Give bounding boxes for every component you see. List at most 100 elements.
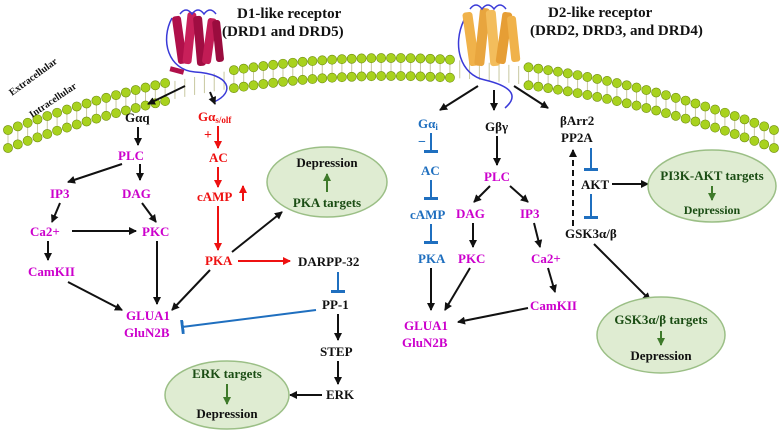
lipid-head — [317, 55, 328, 66]
d1-ip3-node: IP3 — [50, 186, 70, 201]
lipid-head — [533, 81, 544, 92]
arrow-camkii-to-glua1 — [67, 281, 123, 311]
lipid-head — [91, 113, 102, 124]
lipid-head — [91, 95, 102, 106]
lipid-head — [287, 57, 298, 68]
lipid-head — [651, 105, 662, 116]
lipid-head — [248, 80, 259, 91]
lipid-head — [435, 72, 446, 83]
d1-dag-node: DAG — [122, 186, 151, 201]
arrow-d1-to-gaq — [147, 85, 186, 105]
d1-step-node: STEP — [320, 344, 353, 359]
lipid-head — [71, 101, 82, 112]
d1-camp-node: cAMP — [197, 189, 232, 204]
d2-akt-node: AKT — [581, 177, 610, 192]
lipid-head — [268, 59, 279, 70]
d2-glun2b-node: GluN2B — [402, 335, 448, 350]
arrow-ip3-to-ca2-d2 — [533, 222, 543, 248]
d2-pkc-node: PKC — [458, 251, 485, 266]
lipid-head — [661, 108, 671, 119]
lipid-head — [523, 62, 534, 73]
lipid-head — [81, 116, 92, 127]
lipid-head — [543, 65, 554, 76]
d1-plus-sign: + — [204, 128, 212, 143]
pka-box-targets: PKA targets — [293, 195, 361, 210]
lipid-head — [52, 107, 63, 118]
arrow-plc-to-ip3 — [67, 163, 123, 184]
d2-barr2-node: βArr2 — [560, 113, 594, 128]
pi3k-akt-targets-box: PI3K-AKT targets Depression — [647, 149, 777, 223]
d2-receptor-title-line2: (DRD2, DRD3, and DRD4) — [530, 23, 703, 39]
d2-glua1-node: GLUA1 — [404, 318, 448, 333]
d1-pkc-node: PKC — [142, 224, 169, 239]
arrow-pkc-to-glua1-d2 — [444, 267, 471, 311]
lipid-head — [130, 85, 141, 95]
lipid-head — [307, 74, 318, 84]
inhibit-pp1-to-glua1 — [180, 309, 317, 335]
lipid-head — [572, 70, 583, 80]
lipid-head — [297, 74, 308, 85]
d1-pp1-node: PP-1 — [322, 297, 349, 312]
lipid-head — [3, 125, 13, 135]
lipid-head — [386, 53, 396, 63]
lipid-head — [445, 72, 455, 83]
d2-ip3-node: IP3 — [520, 206, 540, 221]
lipid-head — [621, 98, 632, 109]
lipid-head — [405, 71, 416, 82]
lipid-head — [346, 53, 357, 64]
lipid-head — [759, 121, 770, 132]
lipid-head — [415, 53, 426, 64]
lipid-head — [62, 122, 72, 133]
gsk-box-targets: GSK3α/β targets — [614, 312, 707, 327]
lipid-head — [238, 63, 249, 74]
lipid-head — [120, 87, 131, 98]
d2-plc-node: PLC — [484, 169, 510, 184]
arrow-plc-to-dag-d2 — [473, 185, 491, 203]
arrow-pka-to-glua1 — [171, 269, 211, 311]
lipid-head — [258, 61, 269, 71]
lipid-head — [670, 110, 681, 121]
lipid-head — [52, 125, 63, 136]
lipid-head — [111, 108, 121, 119]
lipid-head — [680, 95, 691, 106]
lipid-head — [140, 100, 151, 111]
lipid-head — [710, 104, 720, 115]
lipid-head — [749, 117, 760, 128]
d2-dag-node: DAG — [456, 206, 485, 221]
lipid-head — [739, 132, 750, 143]
lipid-head — [680, 113, 691, 124]
lipid-head — [553, 84, 563, 95]
lipid-head — [700, 101, 711, 112]
lipid-head — [719, 125, 730, 136]
lipid-head — [562, 86, 573, 97]
lipid-head — [700, 119, 711, 130]
lipid-head — [12, 121, 23, 132]
pi3k-box-depression: Depression — [684, 203, 741, 217]
lipid-head — [278, 76, 288, 87]
lipid-head — [641, 85, 652, 95]
lipid-head — [278, 58, 288, 69]
erk-box-depression: Depression — [196, 406, 258, 421]
d1-darpp32-node: DARPP-32 — [298, 254, 359, 269]
lipid-heads — [3, 53, 779, 153]
lipid-head — [553, 66, 563, 77]
lipid-head — [376, 71, 387, 81]
lipid-head — [582, 72, 593, 82]
lipid-head — [602, 94, 612, 104]
arrow-dag-to-pkc — [141, 202, 157, 223]
d2-minus-sign: − — [418, 135, 426, 150]
lipid-head — [346, 71, 357, 82]
lipid-head — [621, 80, 632, 91]
d1-gas-node: Gαs/olf — [198, 109, 232, 125]
lipid-head — [533, 63, 544, 74]
d1-receptor-icon — [165, 9, 228, 103]
d1-erk-node: ERK — [326, 387, 355, 402]
cell-membrane — [3, 53, 779, 153]
lipid-head — [405, 53, 416, 64]
lipid-head — [690, 116, 701, 127]
lipid-head — [366, 71, 377, 82]
lipid-head — [631, 82, 642, 93]
lipid-head — [435, 54, 446, 65]
lipid-head — [729, 129, 740, 139]
